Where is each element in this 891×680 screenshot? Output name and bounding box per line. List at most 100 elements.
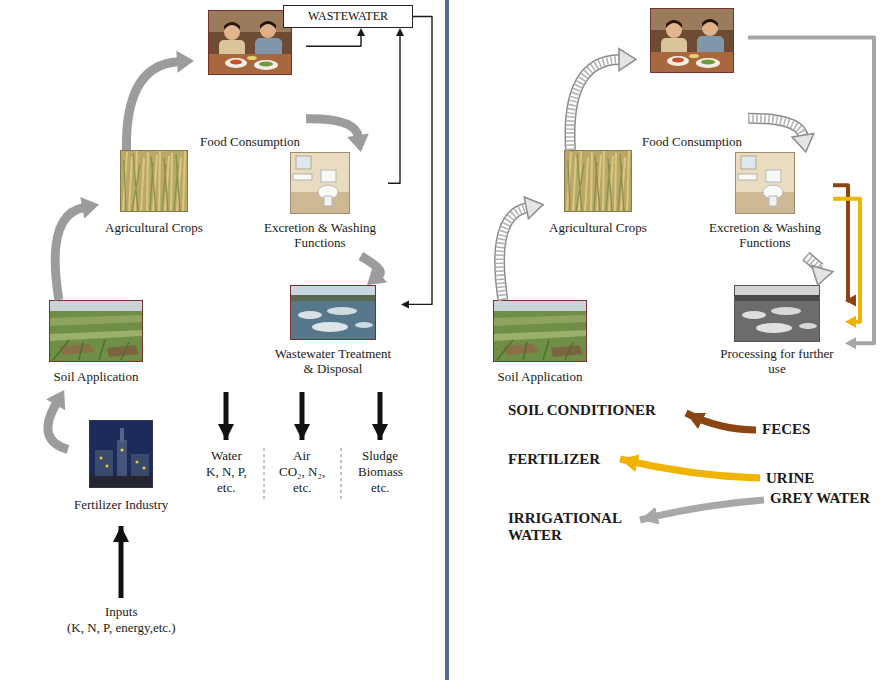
photo-caption: Excretion & Washing Functions bbox=[703, 220, 827, 250]
source-label: FECES bbox=[762, 421, 810, 438]
arrow-outline bbox=[500, 208, 528, 300]
output-label: Biomass bbox=[358, 464, 403, 479]
output-label: Air bbox=[293, 448, 310, 463]
photo-node: Processing for further use bbox=[709, 285, 845, 382]
photo-space bbox=[105, 150, 203, 220]
toilet-photo bbox=[290, 152, 350, 214]
arrow-hatching bbox=[500, 208, 528, 300]
photo-node: Food Consumption bbox=[636, 8, 748, 155]
flow-arrow bbox=[126, 51, 194, 150]
arrow-body bbox=[748, 118, 803, 136]
photo-node: Soil Application bbox=[43, 300, 149, 390]
arrow-head bbox=[80, 197, 99, 219]
photo-caption: Wastewater Treatment & Disposal bbox=[271, 346, 395, 376]
arrow-head bbox=[845, 316, 856, 328]
photo-caption: Excretion & Washing Functions bbox=[258, 220, 382, 250]
arrow-head bbox=[176, 51, 194, 73]
photo-caption: Processing for further use bbox=[715, 346, 839, 376]
photo-caption: Food Consumption bbox=[200, 134, 300, 149]
photo-caption: Fertilizer Industry bbox=[74, 497, 168, 512]
arrow-body bbox=[48, 404, 68, 450]
arrow-head bbox=[367, 266, 387, 285]
arrow-head bbox=[792, 133, 814, 152]
crop-photo bbox=[564, 150, 632, 212]
flow-arrow bbox=[388, 28, 404, 183]
flow-arrow bbox=[570, 49, 636, 150]
arrow-body bbox=[748, 37, 874, 343]
photo-node: Soil Application bbox=[487, 300, 593, 390]
photo-space bbox=[200, 10, 300, 134]
product-label: FERTILIZER bbox=[508, 451, 600, 468]
output-label: etc. bbox=[293, 480, 311, 495]
output-label: etc. bbox=[371, 480, 389, 495]
flow-arrow bbox=[806, 256, 833, 285]
treatment-photo bbox=[290, 285, 376, 340]
arrow-hatching bbox=[748, 118, 803, 136]
flow-arrow bbox=[833, 185, 856, 306]
flow-arrow bbox=[748, 118, 814, 152]
arrow-head bbox=[619, 49, 636, 71]
arrow-head bbox=[845, 337, 856, 349]
flow-arrow bbox=[748, 37, 874, 349]
arrow-body bbox=[388, 35, 400, 183]
arrow-body bbox=[833, 185, 855, 300]
output-label: K, N, P, bbox=[206, 464, 247, 479]
food-photo bbox=[208, 10, 292, 75]
source-label: URINE bbox=[766, 470, 814, 487]
photo-caption: Agricultural Crops bbox=[549, 220, 647, 235]
arrow-body bbox=[126, 62, 178, 150]
arrow-head bbox=[845, 295, 856, 307]
arrow-hatching bbox=[570, 60, 620, 150]
photo-node: Excretion & Washing Functions bbox=[697, 152, 833, 256]
input-label: Inputs bbox=[105, 604, 138, 619]
photo-node: Agricultural Crops bbox=[543, 150, 653, 241]
soil-photo bbox=[493, 300, 587, 362]
photo-node: Food Consumption bbox=[194, 10, 306, 155]
flow-arrow bbox=[46, 390, 68, 449]
arrow-head bbox=[46, 390, 65, 410]
photo-node: Agricultural Crops bbox=[99, 150, 209, 241]
factory-photo bbox=[89, 420, 153, 488]
photo-space bbox=[703, 152, 827, 220]
arrow-head bbox=[357, 28, 365, 36]
photo-caption: Soil Application bbox=[49, 369, 143, 384]
photo-space bbox=[549, 150, 647, 220]
flow-arrow bbox=[361, 256, 387, 285]
arrow-body bbox=[306, 119, 358, 137]
photo-space bbox=[642, 8, 742, 134]
photo-node: Fertilizer Industry bbox=[68, 420, 174, 518]
food-photo bbox=[650, 8, 734, 73]
arrow-head bbox=[347, 133, 369, 152]
photo-caption: Food Consumption bbox=[642, 134, 742, 149]
arrow-outline bbox=[570, 60, 620, 150]
crop-photo bbox=[120, 150, 188, 212]
column-separators bbox=[264, 448, 341, 500]
arrow-body bbox=[408, 17, 432, 305]
arrow-body bbox=[306, 35, 361, 46]
arrow-body bbox=[361, 256, 381, 275]
arrow-head bbox=[524, 197, 543, 219]
photo-space bbox=[258, 152, 382, 220]
photo-space bbox=[74, 420, 168, 497]
photo-space bbox=[715, 285, 839, 346]
flow-arrow bbox=[306, 28, 365, 46]
product-label: IRRIGATIONAL WATER bbox=[508, 510, 630, 544]
arrow-head bbox=[396, 28, 404, 36]
photo-caption: Agricultural Crops bbox=[105, 220, 203, 235]
arrow-outline bbox=[806, 256, 822, 270]
arrow-outline bbox=[748, 118, 803, 136]
box-label: WASTEWATER bbox=[308, 9, 388, 24]
arrow-head bbox=[401, 300, 409, 308]
arrow-body bbox=[806, 256, 822, 270]
photo-node: Wastewater Treatment & Disposal bbox=[265, 285, 401, 382]
processing-photo bbox=[734, 285, 820, 342]
labeled-box: WASTEWATER bbox=[283, 5, 413, 28]
arrow-hatching bbox=[806, 256, 822, 270]
arrow-body bbox=[500, 208, 528, 300]
product-label: SOIL CONDITIONER bbox=[508, 402, 656, 419]
panel-divider bbox=[445, 0, 449, 680]
flow-arrow bbox=[306, 119, 369, 152]
output-arrows bbox=[121, 392, 380, 598]
arrow-body bbox=[55, 208, 83, 300]
